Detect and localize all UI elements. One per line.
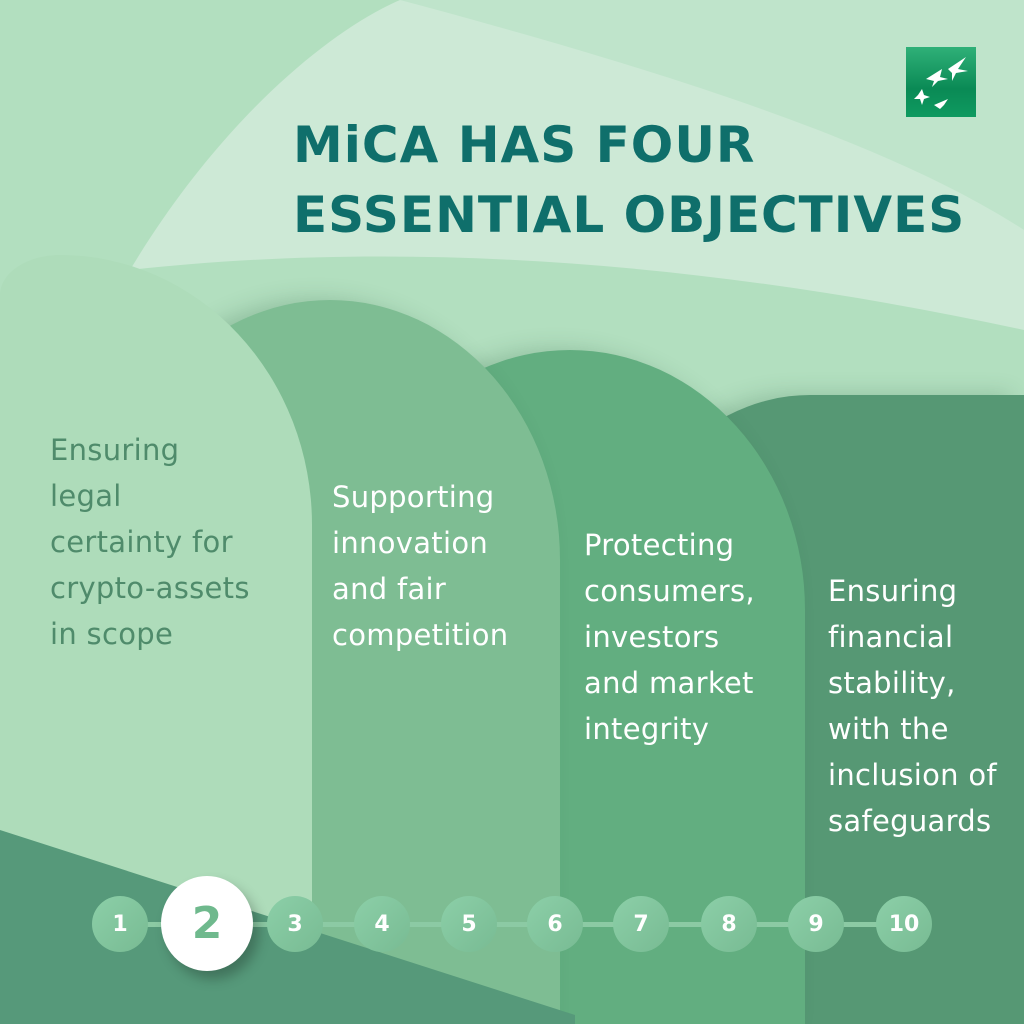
page-3-button[interactable]: 3 xyxy=(267,896,323,952)
text-line: Ensuring xyxy=(828,574,958,608)
page-9-button[interactable]: 9 xyxy=(788,896,844,952)
text-line: Ensuring xyxy=(50,433,180,467)
objective-text-1: Ensuring legal certainty for crypto-asse… xyxy=(50,427,250,657)
text-line: integrity xyxy=(584,712,710,746)
text-line: legal xyxy=(50,479,122,513)
text-line: stability, xyxy=(828,666,956,700)
page-title: MiCA HAS FOUR ESSENTIAL OBJECTIVES xyxy=(293,110,965,250)
text-line: in scope xyxy=(50,617,174,651)
text-line: Supporting xyxy=(332,480,495,514)
text-line: consumers, xyxy=(584,574,755,608)
text-line: certainty for xyxy=(50,525,233,559)
page-7-button[interactable]: 7 xyxy=(613,896,669,952)
text-line: financial xyxy=(828,620,954,654)
page-8-button[interactable]: 8 xyxy=(701,896,757,952)
text-line: and fair xyxy=(332,572,447,606)
text-line: innovation xyxy=(332,526,489,560)
page-2-button-active[interactable]: 2 xyxy=(161,876,253,971)
page-6-button[interactable]: 6 xyxy=(527,896,583,952)
page-4-button[interactable]: 4 xyxy=(354,896,410,952)
objective-text-2: Supporting innovation and fair competiti… xyxy=(332,474,508,658)
page-5-button[interactable]: 5 xyxy=(441,896,497,952)
objective-text-3: Protecting consumers, investors and mark… xyxy=(584,522,755,752)
text-line: and market xyxy=(584,666,754,700)
text-line: crypto-assets xyxy=(50,571,250,605)
text-line: inclusion of xyxy=(828,758,997,792)
text-line: safeguards xyxy=(828,804,992,838)
text-line: with the xyxy=(828,712,949,746)
stars-logo-icon xyxy=(906,47,976,117)
page-1-button[interactable]: 1 xyxy=(92,896,148,952)
text-line: Protecting xyxy=(584,528,735,562)
title-line: MiCA HAS FOUR xyxy=(293,116,756,174)
objective-text-4: Ensuring financial stability, with the i… xyxy=(828,568,997,844)
page-10-button[interactable]: 10 xyxy=(876,896,932,952)
title-line: ESSENTIAL OBJECTIVES xyxy=(293,186,966,244)
text-line: competition xyxy=(332,618,509,652)
text-line: investors xyxy=(584,620,720,654)
